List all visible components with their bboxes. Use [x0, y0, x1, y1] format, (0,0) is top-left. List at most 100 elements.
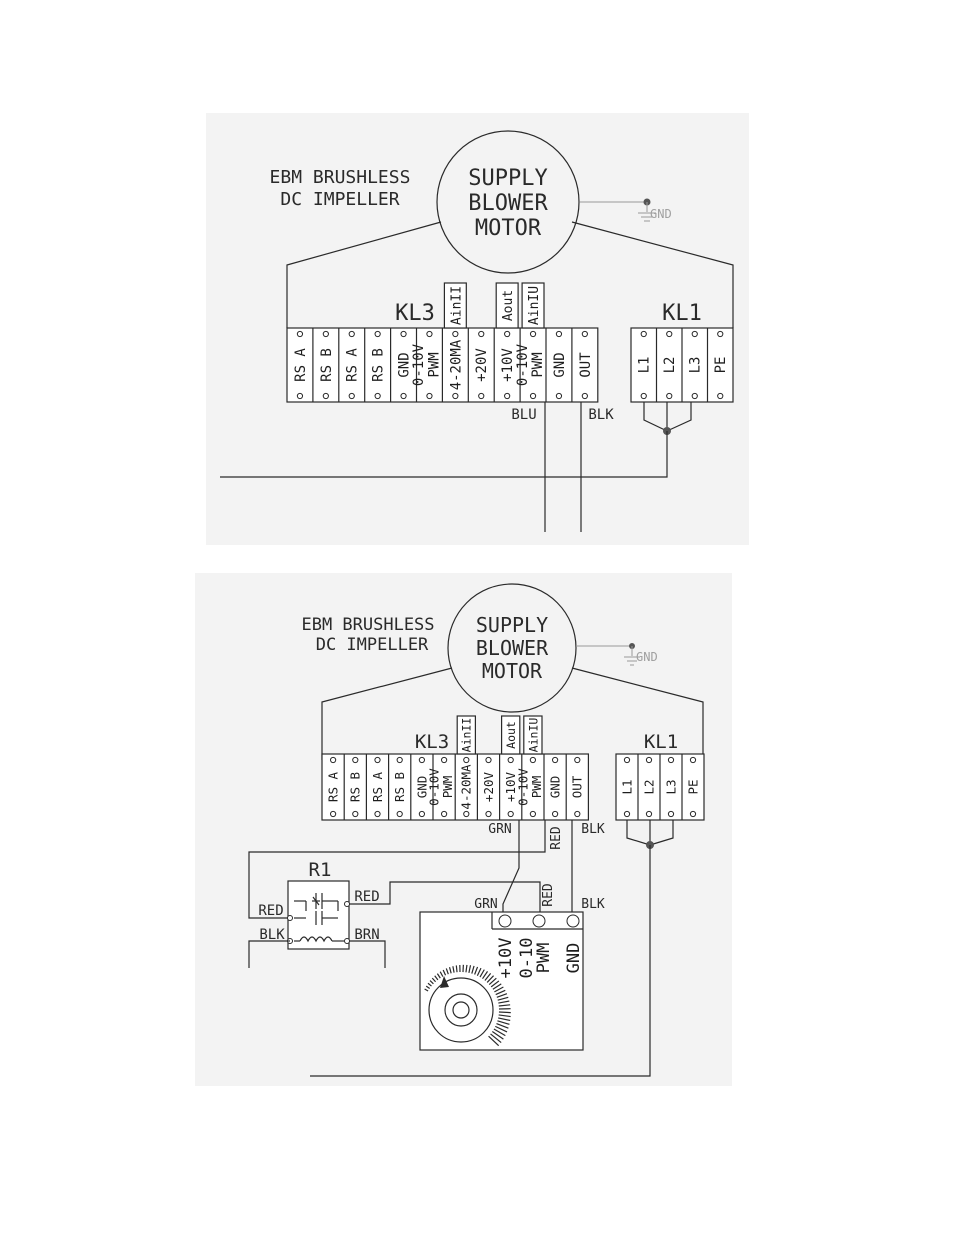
terminal-screw-bottom[interactable] [623, 810, 631, 818]
terminal-screw-bottom[interactable] [330, 810, 337, 818]
terminal-screw-bottom[interactable] [426, 392, 433, 400]
motor-label-line-2: BLOWER [476, 636, 549, 660]
motor-lead-right [571, 667, 704, 760]
terminal-screw-bottom[interactable] [555, 392, 563, 400]
terminal-screw-bottom[interactable] [640, 392, 647, 400]
ground-label: GND [636, 650, 658, 664]
pot-pin-plus10v [498, 914, 512, 928]
terminal-screw-bottom[interactable] [374, 810, 381, 818]
terminal-screw-top[interactable] [623, 756, 631, 764]
terminal-screw-bottom[interactable] [691, 392, 698, 400]
terminal-label-0-10v: 0-10V [515, 343, 531, 386]
kl1-title: KL1 [662, 301, 702, 326]
l1-lead [626, 820, 651, 846]
terminal-screw-bottom[interactable] [396, 810, 403, 818]
terminal-screw-top[interactable] [667, 756, 675, 764]
terminal-screw-bottom[interactable] [552, 810, 559, 818]
terminal-screw-top[interactable] [507, 756, 514, 764]
terminal-screw-top[interactable] [322, 330, 329, 338]
terminal-screw-top[interactable] [689, 756, 697, 764]
motor-lead-right [571, 221, 734, 328]
terminal-screw-top[interactable] [418, 756, 425, 764]
pot-knob-outer[interactable] [428, 977, 494, 1043]
terminal-screw-bottom[interactable] [504, 392, 511, 400]
terminal-screw-top[interactable] [574, 756, 581, 764]
terminal-screw-top[interactable] [441, 756, 448, 764]
terminal-screw-top[interactable] [374, 756, 381, 764]
pot-dial-tick [497, 996, 509, 1001]
terminal-screw-bottom[interactable] [689, 810, 697, 818]
terminal-screw-bottom[interactable] [374, 392, 381, 400]
terminal-screw-bottom[interactable] [400, 392, 407, 400]
terminal-screw-top[interactable] [640, 330, 647, 338]
terminal-screw-top[interactable] [374, 330, 381, 338]
pot-dial-tick [455, 965, 458, 973]
terminal-screw-bottom[interactable] [463, 810, 470, 818]
terminal-screw-top[interactable] [296, 330, 304, 338]
terminal-label-gnd: GND [552, 352, 568, 377]
terminal-screw-top[interactable] [645, 756, 653, 764]
terminal-screw-top[interactable] [463, 756, 470, 764]
pot-dial-tick [488, 977, 497, 986]
terminal-screw-top[interactable] [396, 756, 403, 764]
motor-lead-left [321, 667, 453, 760]
terminal-screw-bottom[interactable] [574, 810, 581, 818]
terminal-screw-bottom[interactable] [507, 810, 514, 818]
terminal-screw-top[interactable] [691, 330, 698, 338]
pot-dial-tick [490, 1033, 502, 1043]
motor-label-line-2: BLOWER [468, 191, 548, 216]
terminal-screw-top[interactable] [485, 756, 492, 764]
terminal-label-gnd: GND [414, 776, 429, 799]
terminal-screw-bottom[interactable] [485, 810, 492, 818]
terminal-screw-top[interactable] [581, 330, 588, 338]
terminal-label-rs-a: RS A [370, 771, 385, 802]
terminal-screw-bottom[interactable] [667, 810, 675, 818]
pot-dial-tick [465, 964, 468, 973]
terminal-screw-top[interactable] [717, 330, 724, 338]
terminal-screw-bottom[interactable] [452, 392, 459, 400]
diagram-2: EBM BRUSHLESS DC IMPELLER SUPPLY BLOWER … [195, 573, 732, 1086]
terminal-screw-top[interactable] [400, 330, 407, 338]
terminal-screw-bottom[interactable] [581, 392, 588, 400]
red-wire-label: RED [549, 826, 564, 850]
terminal-screw-top[interactable] [426, 330, 433, 338]
terminal-screw-bottom[interactable] [529, 810, 537, 818]
pot-red-label: RED [541, 883, 556, 907]
terminal-screw-bottom[interactable] [418, 810, 425, 818]
terminal-screw-top[interactable] [552, 756, 559, 764]
terminal-screw-bottom[interactable] [666, 392, 673, 400]
kl3-title: KL3 [395, 301, 435, 326]
signal-tag-aout: Aout [504, 721, 518, 749]
terminal-screw-bottom[interactable] [717, 392, 724, 400]
terminal-screw-top[interactable] [348, 330, 355, 338]
terminal-screw-top[interactable] [452, 330, 459, 338]
terminal-screw-top[interactable] [478, 330, 485, 338]
terminal-screw-top[interactable] [352, 756, 359, 764]
terminal-screw-top[interactable] [330, 756, 337, 764]
terminal-label-20v: +20V [481, 771, 496, 802]
terminal-screw-top[interactable] [666, 330, 673, 338]
terminal-label-rs-b: RS B [319, 348, 335, 382]
terminal-screw-bottom[interactable] [478, 392, 485, 400]
red-wire-to-relay [248, 820, 546, 919]
terminal-screw-top[interactable] [529, 330, 537, 338]
terminal-screw-bottom[interactable] [529, 392, 537, 400]
pot-dial-tick [491, 1031, 504, 1040]
terminal-screw-top[interactable] [504, 330, 511, 338]
terminal-screw-bottom[interactable] [296, 392, 304, 400]
terminal-screw-bottom[interactable] [441, 810, 448, 818]
terminal-screw-bottom[interactable] [348, 392, 355, 400]
brn-coil-wire [349, 940, 386, 968]
pot-dial-tick [434, 975, 439, 981]
terminal-screw-bottom[interactable] [352, 810, 359, 818]
kl1-title: KL1 [644, 731, 678, 753]
terminal-screw-top[interactable] [555, 330, 563, 338]
terminal-screw-bottom[interactable] [322, 392, 329, 400]
terminal-screw-top[interactable] [529, 756, 537, 764]
terminal-label-l2: L2 [641, 779, 656, 794]
terminal-screw-bottom[interactable] [645, 810, 653, 818]
pot-pin-gnd [566, 914, 580, 928]
blk-wire-label: BLK [581, 822, 605, 837]
pot-dial-tick [498, 1017, 511, 1022]
